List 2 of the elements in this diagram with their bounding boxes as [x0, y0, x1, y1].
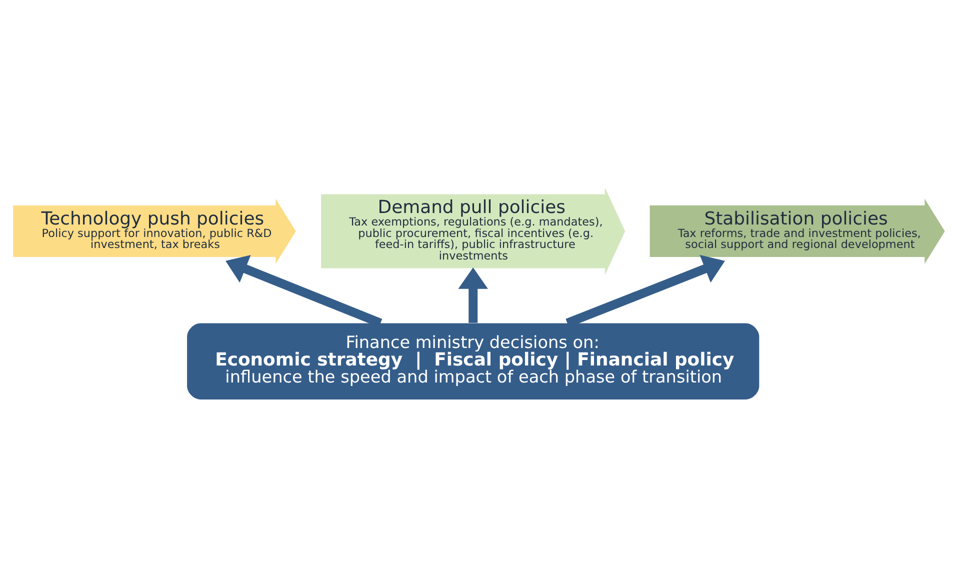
node-box: Finance ministry decisions on: Economic strategy | Fiscal policy | Financial policy influence the speed and impact of each phase of transition [187, 322, 760, 400]
arrow [458, 267, 488, 322]
